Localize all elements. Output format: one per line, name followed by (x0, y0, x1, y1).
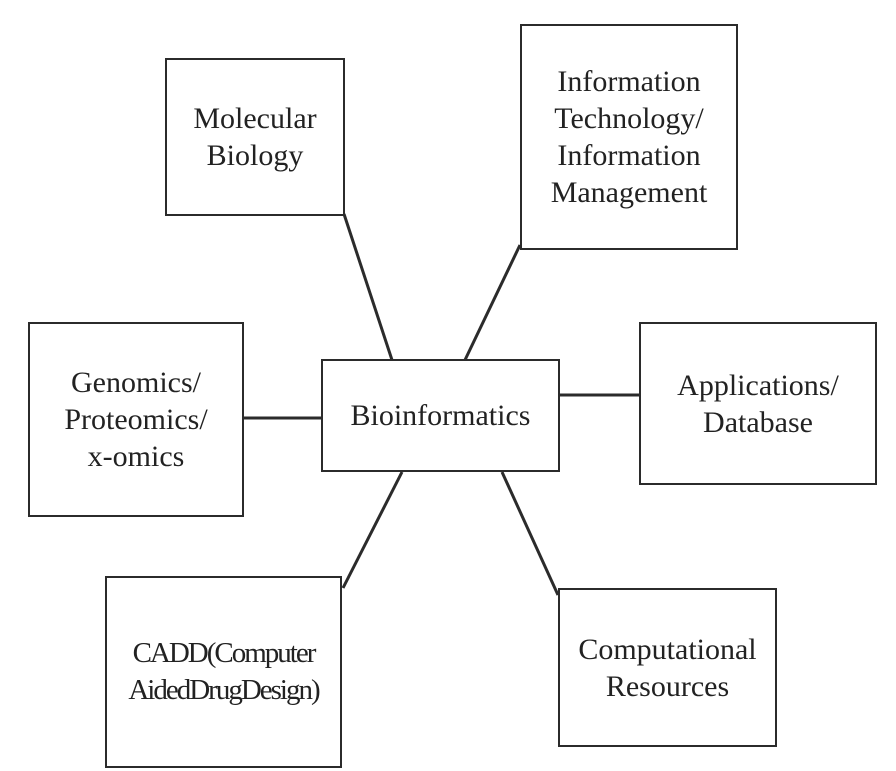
node-label-line: Resources (605, 669, 730, 703)
node-label-line: Database (703, 405, 813, 439)
node-label-line: Biology (206, 139, 304, 172)
node-genomics: Genomics/ Proteomics/ x-omics (28, 322, 244, 517)
node-label-line: Management (550, 176, 708, 209)
connector-computational-resources (500, 471, 560, 596)
node-cadd: CADD(Computer AidedDrugDesign) (105, 576, 342, 768)
node-label-line: Computational (578, 632, 757, 666)
connector-cadd (341, 471, 404, 589)
node-label-line: Applications/ (677, 368, 839, 402)
node-information-technology: Information Technology/ Information Mana… (520, 24, 738, 250)
node-label-line: CADD(Computer (132, 637, 317, 669)
center-label: Bioinformatics (350, 399, 531, 432)
node-label-line: Information (557, 65, 701, 98)
node-label-line: AidedDrugDesign) (128, 674, 320, 706)
node-computational-resources: Computational Resources (558, 588, 777, 747)
node-label-line: Proteomics/ (64, 403, 208, 436)
connector-information-technology (463, 244, 522, 361)
node-label-line: Technology/ (554, 102, 704, 135)
node-applications-database: Applications/ Database (639, 322, 877, 485)
connector-molecular-biology (342, 213, 394, 361)
node-bioinformatics-center: Bioinformatics (321, 359, 560, 472)
node-label-line: Information (557, 139, 701, 172)
node-label-line: Genomics/ (71, 366, 201, 399)
node-label-line: Molecular (193, 102, 317, 135)
node-label-line: x-omics (87, 440, 185, 473)
node-molecular-biology: Molecular Biology (165, 58, 345, 216)
